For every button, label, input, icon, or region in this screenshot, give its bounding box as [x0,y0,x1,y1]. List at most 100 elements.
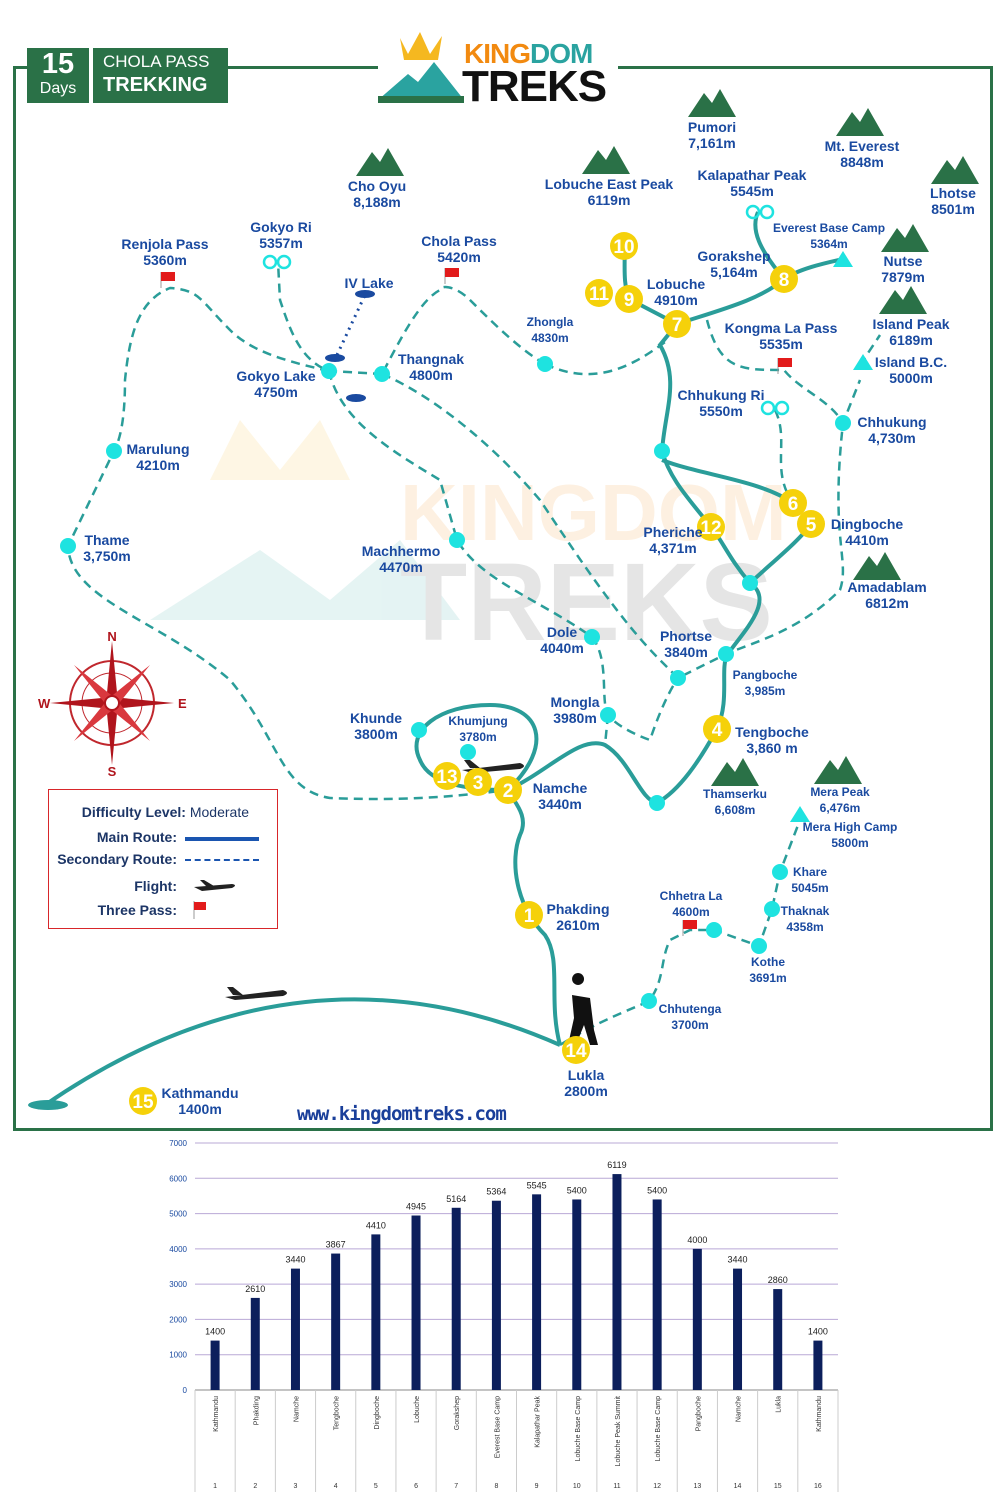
mountain-icon [879,286,927,314]
website-link[interactable]: www.kingdomtreks.com [297,1103,507,1125]
place-name: Zhongla [527,315,574,329]
day-marker-7: 7 [663,310,691,338]
title-bottom: TREKKING [103,74,208,96]
place-name: Kathmandu [162,1085,239,1101]
place-elevation: 3,860 m [746,740,797,756]
svg-text:13: 13 [436,767,457,788]
legend-secondary-route: Secondary Route: [57,851,177,867]
flight-route [43,997,561,1107]
secondary-route [705,319,845,424]
place-name: Chola Pass [421,233,497,249]
place-name: Mera High Camp [803,820,898,834]
day-marker-9: 9 [615,285,643,313]
place-elevation: 1400m [178,1101,222,1117]
y-tick-label: 2000 [169,1315,187,1324]
svg-text:7: 7 [672,315,683,336]
place-name: Kongma La Pass [725,320,838,336]
stop-dot [835,415,851,431]
airplane-icon [225,987,287,1000]
place-name: Lobuche East Peak [545,176,674,192]
place-name: Pumori [688,119,736,135]
x-day-number: 13 [693,1483,701,1490]
bar-9 [532,1194,542,1390]
place-elevation: 3,985m [745,684,786,698]
base-camp-icon [790,806,810,822]
airplane-icon [194,880,235,891]
y-tick-label: 1000 [169,1351,187,1360]
place-name: Gokyo Ri [250,219,311,235]
place-elevation: 2610m [556,917,600,933]
stop-dot [537,356,553,372]
bar-5 [371,1234,381,1390]
place-elevation: 4600m [672,905,709,919]
place-elevation: 4040m [540,640,584,656]
place-elevation: 4358m [786,920,823,934]
logo-treks: TREKS [462,62,607,111]
x-category-label: Lobuche Peak Summit [615,1396,622,1466]
bar-value-label: 5164 [446,1194,466,1204]
stop-dot [772,864,788,880]
place-name: Island Peak [872,316,949,332]
binoculars-icon [745,204,775,220]
stop-dot [649,795,665,811]
secondary-route [380,285,546,375]
legend-difficulty: Difficulty Level: Moderate [81,804,249,820]
trek-title: CHOLA PASS TREKKING [93,48,228,103]
place-name: Marulung [127,441,190,457]
place-name: Khare [793,865,827,879]
bar-13 [692,1248,702,1390]
place-label: Zhongla 4830m [527,315,574,345]
place-elevation: 2800m [564,1083,608,1099]
place-name: Gorakshep [697,248,770,264]
day-marker-13: 13 [433,762,461,790]
lake-icon [346,394,366,402]
svg-text:5: 5 [806,515,817,536]
x-day-number: 6 [414,1483,418,1490]
stop-dot [449,532,465,548]
stop-dot [411,722,427,738]
day-marker-10: 10 [610,232,638,260]
day-marker-12: 12 [697,513,725,541]
frame-top-left [13,66,33,69]
bar-10 [572,1199,582,1390]
place-elevation: 6,476m [820,801,861,815]
legend-three-pass: Three Pass: [97,902,177,918]
x-day-number: 7 [454,1483,458,1490]
place-elevation: 3800m [354,726,398,742]
place-label: IV Lake [344,275,393,291]
stop-dot [641,993,657,1009]
place-elevation: 3,750m [83,548,130,564]
place-elevation: 7,161m [688,135,735,151]
day-marker-15: 15 [129,1087,157,1115]
svg-text:2: 2 [503,781,514,802]
lake-icon [325,354,345,362]
x-day-number: 10 [573,1483,581,1490]
svg-text:9: 9 [624,290,635,311]
x-day-number: 5 [374,1483,378,1490]
stop-dot [584,629,600,645]
place-name: Kalapathar Peak [698,167,807,183]
place-elevation: 5,164m [710,264,757,280]
bar-value-label: 5364 [486,1187,506,1197]
place-name: Machhermo [362,543,441,559]
bar-value-label: 5400 [647,1185,667,1195]
pass-flag-icon [777,358,792,374]
stop-dot [374,366,390,382]
place-name: Mera Peak [810,785,870,799]
mountain-icon [711,758,759,786]
place-elevation: 4830m [531,331,568,345]
binoculars-icon [760,400,790,416]
svg-text:8: 8 [779,270,790,291]
svg-text:6: 6 [788,494,799,515]
